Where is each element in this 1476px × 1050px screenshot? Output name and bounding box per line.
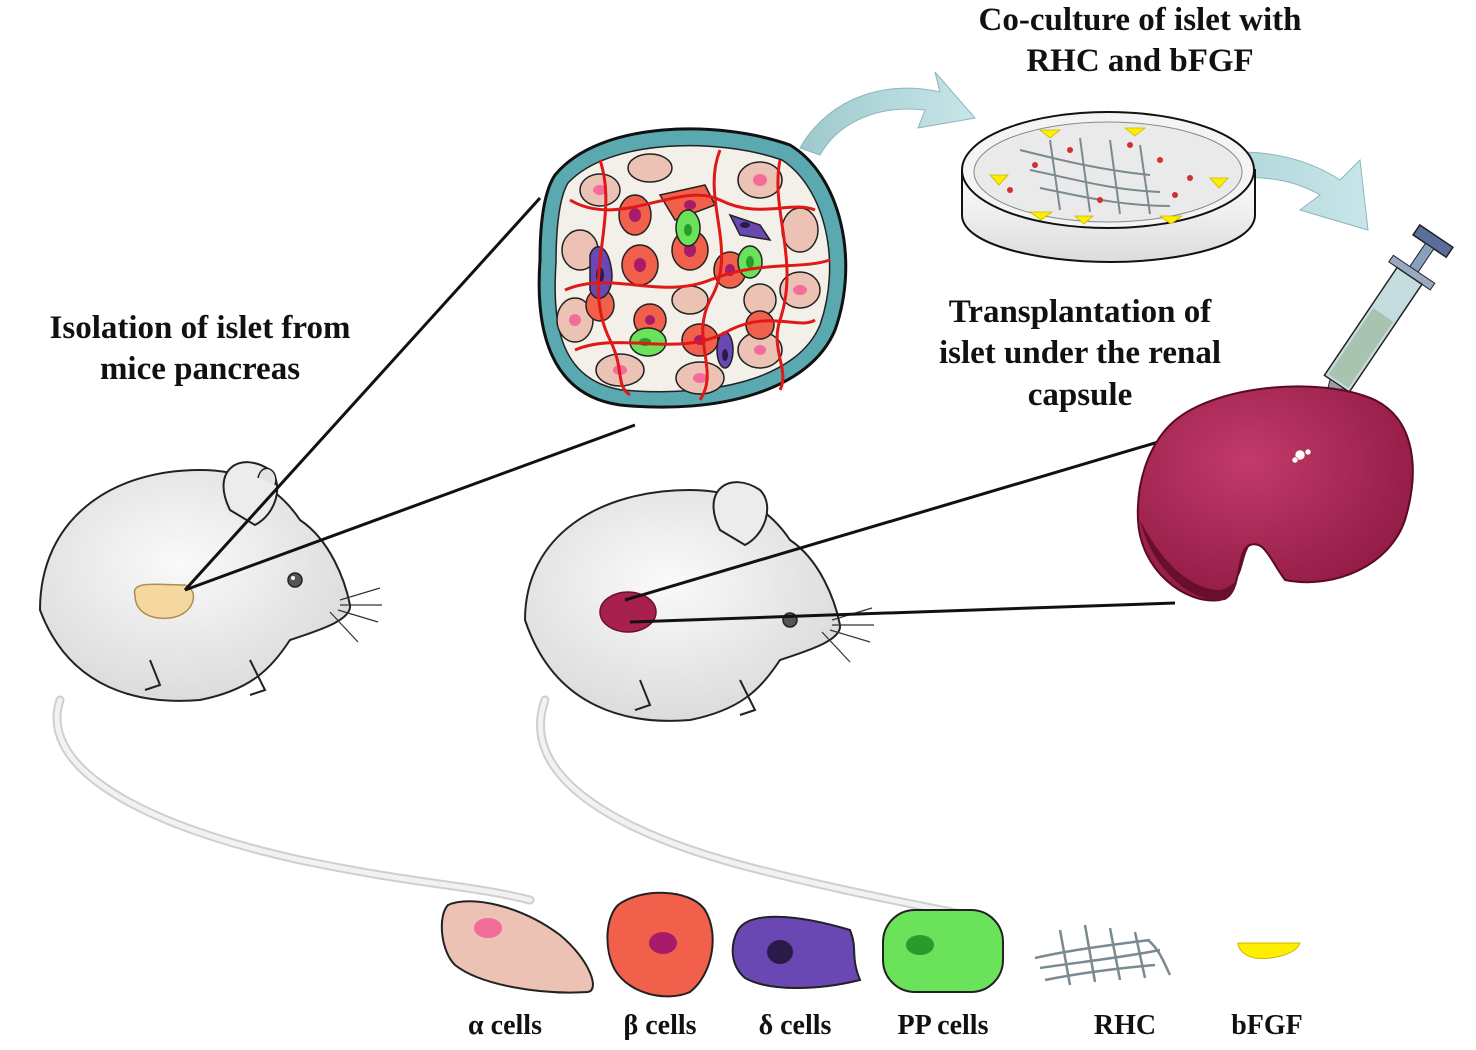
label-coculture: Co-culture of islet with RHC and bFGF xyxy=(880,0,1400,83)
legend-rhc xyxy=(1034,924,1172,986)
islet-cross-section xyxy=(537,127,848,409)
zoom-lines xyxy=(183,196,1176,624)
legend-label-rhc: RHC xyxy=(1093,1010,1157,1041)
legend-delta-cell xyxy=(731,915,862,989)
legend-label-alpha: α cells xyxy=(468,1010,542,1041)
legend-label-beta: β cells xyxy=(623,1010,697,1041)
label-transplantation-line1: Transplantation of xyxy=(948,294,1212,330)
label-coculture-line1: Co-culture of islet with xyxy=(978,2,1302,38)
pancreas-icon xyxy=(133,583,195,620)
legend-pp-cell xyxy=(882,909,1004,993)
label-transplantation: Transplantation of islet under the renal… xyxy=(880,292,1280,416)
label-coculture-line2: RHC and bFGF xyxy=(1026,43,1254,80)
legend-label-pp: PP cells xyxy=(897,1010,989,1041)
kidney-icon xyxy=(1136,385,1414,602)
legend-bfgf xyxy=(1237,942,1301,959)
mouse-recipient xyxy=(523,481,995,925)
label-isolation-line2: mice pancreas xyxy=(99,351,301,388)
mouse-donor xyxy=(38,461,535,905)
arrow-to-dish xyxy=(799,71,976,156)
label-transplantation-line2: islet under the renal xyxy=(938,335,1222,372)
legend-label-bfgf: bFGF xyxy=(1231,1010,1303,1041)
label-transplantation-line3: capsule xyxy=(1027,376,1133,413)
label-isolation-line1: Isolation of islet from xyxy=(49,310,351,346)
syringe xyxy=(1270,223,1454,482)
legend-label-delta: δ cells xyxy=(758,1010,832,1041)
label-isolation: Isolation of islet from mice pancreas xyxy=(0,308,400,391)
legend-alpha-cell xyxy=(440,900,594,994)
legend-beta-cell xyxy=(606,891,714,998)
petri-dish xyxy=(961,111,1256,264)
